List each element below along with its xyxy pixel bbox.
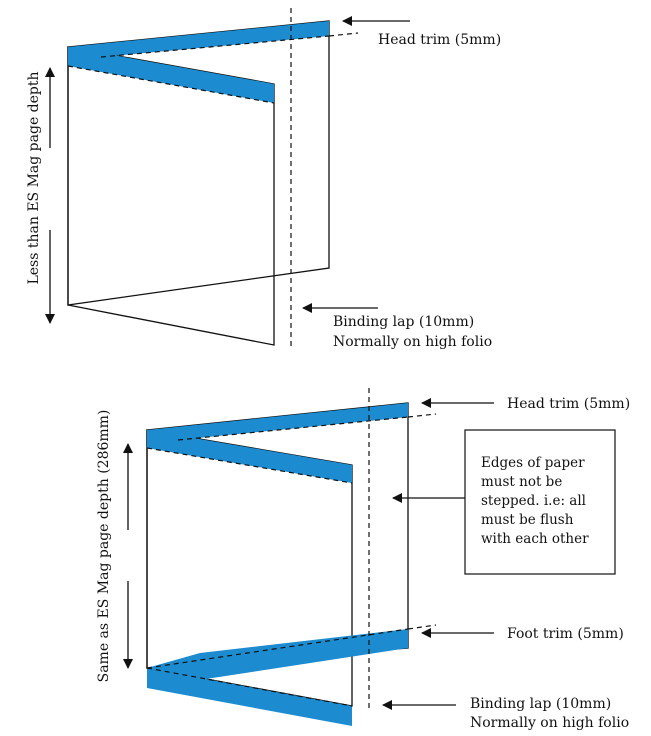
- head-trim-band-back-2: [147, 403, 408, 440]
- diagram-2: Same as ES Mag page depth (286mm) Head t…: [96, 388, 630, 731]
- foot-trim-label-2: Foot trim (5mm): [507, 626, 624, 642]
- foot-trim-band-front-2: [147, 668, 352, 726]
- binding-lap-label-2a: Binding lap (10mm): [470, 696, 611, 712]
- note-line-4: must be flush: [481, 512, 574, 528]
- head-trim-band-back-1: [68, 21, 329, 57]
- head-trim-label-1: Head trim (5mm): [378, 32, 501, 48]
- note-box: [464, 429, 616, 575]
- depth-label-1: Less than ES Mag page depth: [26, 71, 42, 284]
- binding-lap-label-1a: Binding lap (10mm): [333, 314, 474, 330]
- diagram-1: Less than ES Mag page depth Head trim (5…: [26, 8, 501, 350]
- note-line-2: must not be: [481, 474, 562, 490]
- note-line-5: with each other: [481, 531, 589, 547]
- head-trim-label-2: Head trim (5mm): [507, 396, 630, 412]
- binding-lap-label-1b: Normally on high folio: [333, 334, 492, 350]
- depth-label-2: Same as ES Mag page depth (286mm): [96, 410, 112, 683]
- note-line-1: Edges of paper: [481, 455, 585, 471]
- head-trim-band-front-1: [68, 47, 274, 103]
- foot-trim-band-back-2: [147, 629, 408, 688]
- head-trim-band-front-2: [147, 430, 352, 483]
- binding-lap-label-2b: Normally on high folio: [470, 715, 629, 731]
- note-line-3: stepped. i.e: all: [481, 493, 586, 509]
